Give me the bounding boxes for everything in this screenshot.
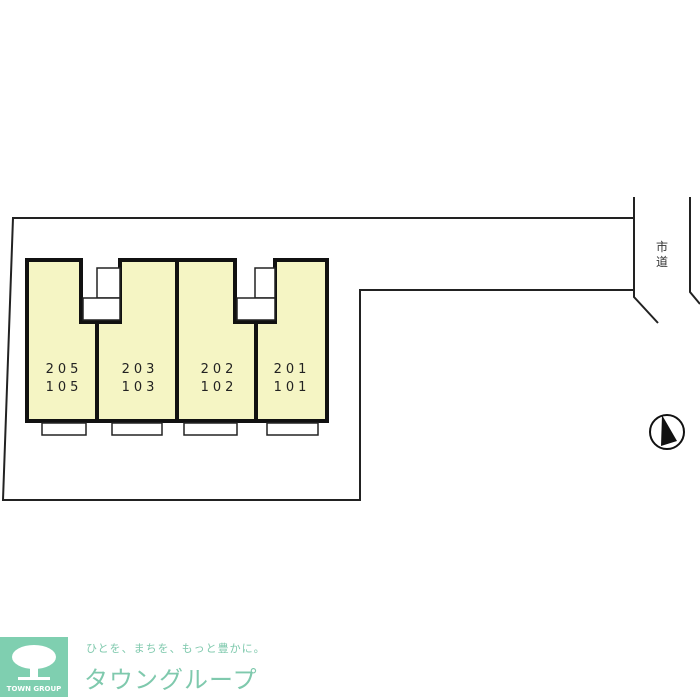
tagline: ひとを、まちを、もっと豊かに。 <box>86 642 266 655</box>
unit-205 <box>25 258 99 423</box>
north-arrow-icon <box>649 414 685 450</box>
unit-label: 203 <box>122 362 159 377</box>
unit-201 <box>254 258 329 423</box>
building <box>25 258 329 423</box>
unit-label: 102 <box>201 380 238 395</box>
unit-label: 205 <box>46 362 83 377</box>
unit-label: 202 <box>201 362 238 377</box>
town-group-logo: TOWN GROUP <box>0 637 68 697</box>
unit-202 <box>175 258 258 423</box>
unit-label: 103 <box>122 380 159 395</box>
road-label-2: 道 <box>656 255 668 269</box>
unit-label: 201 <box>274 362 311 377</box>
road-left-edge <box>633 197 659 324</box>
tree-icon <box>12 645 56 680</box>
road-right-edge <box>689 197 700 305</box>
unit-label: 101 <box>274 380 311 395</box>
balconies <box>41 422 319 436</box>
logo-caption: TOWN GROUP <box>6 685 62 693</box>
brand-name: タウングループ <box>84 666 258 694</box>
unit-label: 105 <box>46 380 83 395</box>
stairs <box>82 267 276 321</box>
road-label-1: 市 <box>656 239 668 254</box>
lot-boundary <box>1 217 634 501</box>
